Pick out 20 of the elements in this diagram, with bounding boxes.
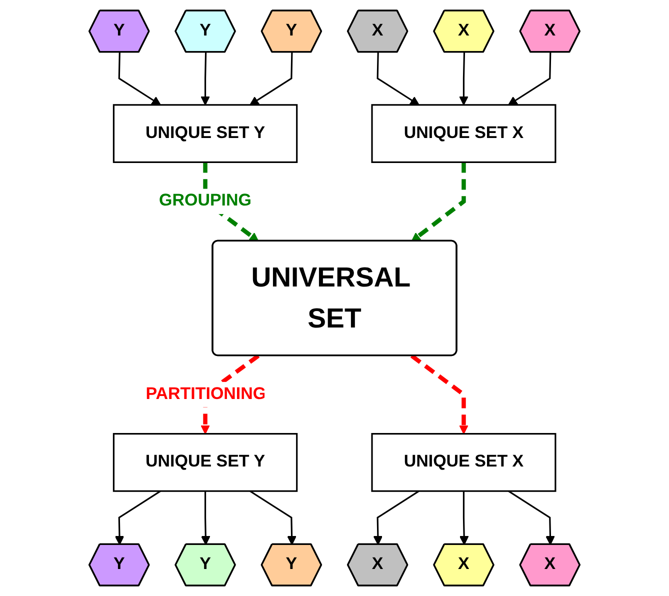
arrow	[459, 491, 469, 546]
node-box: UNIQUE SET Y	[112, 104, 298, 163]
node-box: UNIQUE SET Y	[112, 433, 298, 492]
arrow	[118, 52, 161, 106]
node-box: UNIQUE SET X	[371, 104, 556, 163]
arrow	[200, 491, 210, 546]
arrow	[376, 52, 420, 106]
arrow	[114, 490, 161, 546]
arrow	[200, 52, 210, 106]
node-box: UNIQUE SET X	[371, 433, 556, 492]
edge-label: PARTITIONING	[146, 384, 266, 404]
arrow	[508, 490, 555, 546]
edge-label: GROUPING	[159, 192, 252, 210]
arrow	[250, 490, 296, 546]
arrow	[250, 52, 293, 106]
arrow	[508, 52, 552, 106]
arrow	[373, 490, 420, 546]
arrow	[410, 354, 468, 434]
arrow	[411, 162, 466, 242]
arrow	[459, 52, 468, 106]
